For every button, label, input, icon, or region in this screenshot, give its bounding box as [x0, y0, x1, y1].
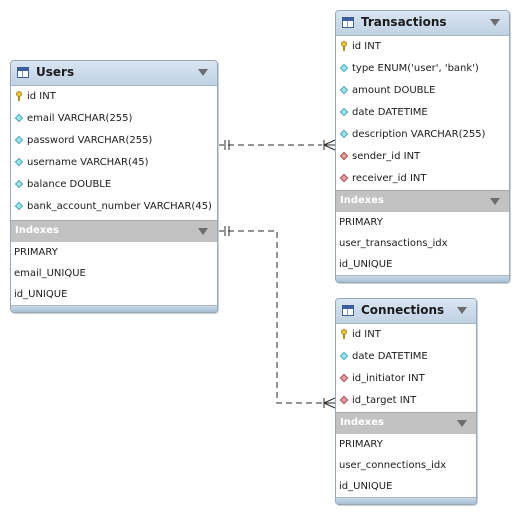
- table-footer: [11, 305, 217, 312]
- collapse-caret-icon[interactable]: [457, 307, 467, 314]
- column-row[interactable]: email VARCHAR(255): [11, 108, 217, 130]
- relationship-users-connections: [218, 226, 336, 409]
- table-name: Connections: [361, 303, 445, 317]
- foreign-key-diamond-icon: [339, 395, 349, 405]
- column-diamond-icon: [339, 85, 349, 95]
- index-row[interactable]: PRIMARY: [336, 434, 476, 455]
- foreign-key-diamond-icon: [339, 373, 349, 383]
- connections-table[interactable]: Connections id INT date DATETIME id_init…: [335, 298, 477, 505]
- column-label: description VARCHAR(255): [352, 129, 486, 140]
- column-row[interactable]: date DATETIME: [336, 102, 509, 124]
- index-row[interactable]: id_UNIQUE: [336, 254, 509, 275]
- table-name: Users: [36, 65, 75, 79]
- index-row[interactable]: email_UNIQUE: [11, 263, 217, 284]
- indexes-label: Indexes: [340, 417, 384, 428]
- column-label: email VARCHAR(255): [27, 113, 133, 124]
- table-icon: [17, 67, 29, 78]
- relationship-users-transactions: [218, 139, 336, 151]
- column-label: amount DOUBLE: [352, 85, 436, 96]
- column-diamond-icon: [14, 157, 24, 167]
- column-label: receiver_id INT: [352, 173, 427, 184]
- foreign-key-diamond-icon: [339, 151, 349, 161]
- column-diamond-icon: [339, 107, 349, 117]
- index-label: email_UNIQUE: [14, 268, 86, 279]
- index-label: user_transactions_idx: [339, 238, 448, 249]
- column-diamond-icon: [339, 63, 349, 73]
- column-row[interactable]: id INT: [336, 36, 509, 58]
- indexes-label: Indexes: [15, 225, 59, 236]
- column-label: id INT: [352, 41, 381, 52]
- primary-key-icon: [16, 91, 22, 101]
- column-row[interactable]: date DATETIME: [336, 346, 476, 368]
- table-footer: [336, 275, 509, 282]
- column-row[interactable]: amount DOUBLE: [336, 80, 509, 102]
- table-header[interactable]: Transactions: [336, 11, 509, 36]
- column-label: balance DOUBLE: [27, 179, 112, 190]
- collapse-caret-icon[interactable]: [198, 228, 208, 235]
- column-diamond-icon: [339, 129, 349, 139]
- collapse-caret-icon[interactable]: [490, 198, 500, 205]
- indexes-header[interactable]: Indexes: [336, 190, 509, 212]
- index-row[interactable]: id_UNIQUE: [336, 476, 476, 497]
- index-label: PRIMARY: [339, 217, 383, 228]
- index-label: user_connections_idx: [339, 460, 447, 471]
- index-label: id_UNIQUE: [339, 481, 393, 492]
- column-label: date DATETIME: [352, 351, 428, 362]
- table-header[interactable]: Connections: [336, 299, 476, 324]
- table-icon: [342, 17, 354, 28]
- column-label: type ENUM('user', 'bank'): [352, 63, 479, 74]
- column-diamond-icon: [14, 179, 24, 189]
- column-row[interactable]: password VARCHAR(255): [11, 130, 217, 152]
- column-label: id INT: [352, 329, 381, 340]
- column-label: id_initiator INT: [352, 373, 425, 384]
- index-row[interactable]: PRIMARY: [11, 242, 217, 263]
- indexes-header[interactable]: Indexes: [336, 412, 476, 434]
- index-row[interactable]: user_connections_idx: [336, 455, 476, 476]
- primary-key-icon: [341, 329, 347, 339]
- indexes-label: Indexes: [340, 195, 384, 206]
- index-row[interactable]: PRIMARY: [336, 212, 509, 233]
- column-label: username VARCHAR(45): [27, 157, 149, 168]
- column-diamond-icon: [14, 113, 24, 123]
- column-row[interactable]: id_initiator INT: [336, 368, 476, 390]
- index-label: PRIMARY: [14, 247, 58, 258]
- index-row[interactable]: user_transactions_idx: [336, 233, 509, 254]
- column-row[interactable]: id INT: [336, 324, 476, 346]
- table-header[interactable]: Users: [11, 61, 217, 86]
- indexes-header[interactable]: Indexes: [11, 220, 217, 242]
- collapse-caret-icon[interactable]: [198, 69, 208, 76]
- column-row[interactable]: receiver_id INT: [336, 168, 509, 190]
- column-diamond-icon: [14, 201, 24, 211]
- column-label: id_target INT: [352, 395, 417, 406]
- column-label: password VARCHAR(255): [27, 135, 153, 146]
- index-label: PRIMARY: [339, 439, 383, 450]
- transactions-table[interactable]: Transactions id INT type ENUM('user', 'b…: [335, 10, 510, 283]
- column-row[interactable]: sender_id INT: [336, 146, 509, 168]
- column-diamond-icon: [339, 351, 349, 361]
- primary-key-icon: [341, 41, 347, 51]
- column-row[interactable]: bank_account_number VARCHAR(45): [11, 196, 217, 220]
- column-label: id INT: [27, 91, 56, 102]
- table-footer: [336, 497, 476, 504]
- table-icon: [342, 305, 354, 316]
- column-row[interactable]: id_target INT: [336, 390, 476, 412]
- column-label: date DATETIME: [352, 107, 428, 118]
- column-label: bank_account_number VARCHAR(45): [27, 201, 212, 212]
- foreign-key-diamond-icon: [339, 173, 349, 183]
- table-name: Transactions: [361, 15, 447, 29]
- column-row[interactable]: description VARCHAR(255): [336, 124, 509, 146]
- index-label: id_UNIQUE: [339, 259, 393, 270]
- column-label: sender_id INT: [352, 151, 421, 162]
- index-row[interactable]: id_UNIQUE: [11, 284, 217, 305]
- collapse-caret-icon[interactable]: [457, 420, 467, 427]
- column-row[interactable]: id INT: [11, 86, 217, 108]
- column-diamond-icon: [14, 135, 24, 145]
- column-row[interactable]: balance DOUBLE: [11, 174, 217, 196]
- index-label: id_UNIQUE: [14, 289, 68, 300]
- collapse-caret-icon[interactable]: [490, 19, 500, 26]
- column-row[interactable]: type ENUM('user', 'bank'): [336, 58, 509, 80]
- users-table[interactable]: Users id INT email VARCHAR(255) password…: [10, 60, 218, 313]
- column-row[interactable]: username VARCHAR(45): [11, 152, 217, 174]
